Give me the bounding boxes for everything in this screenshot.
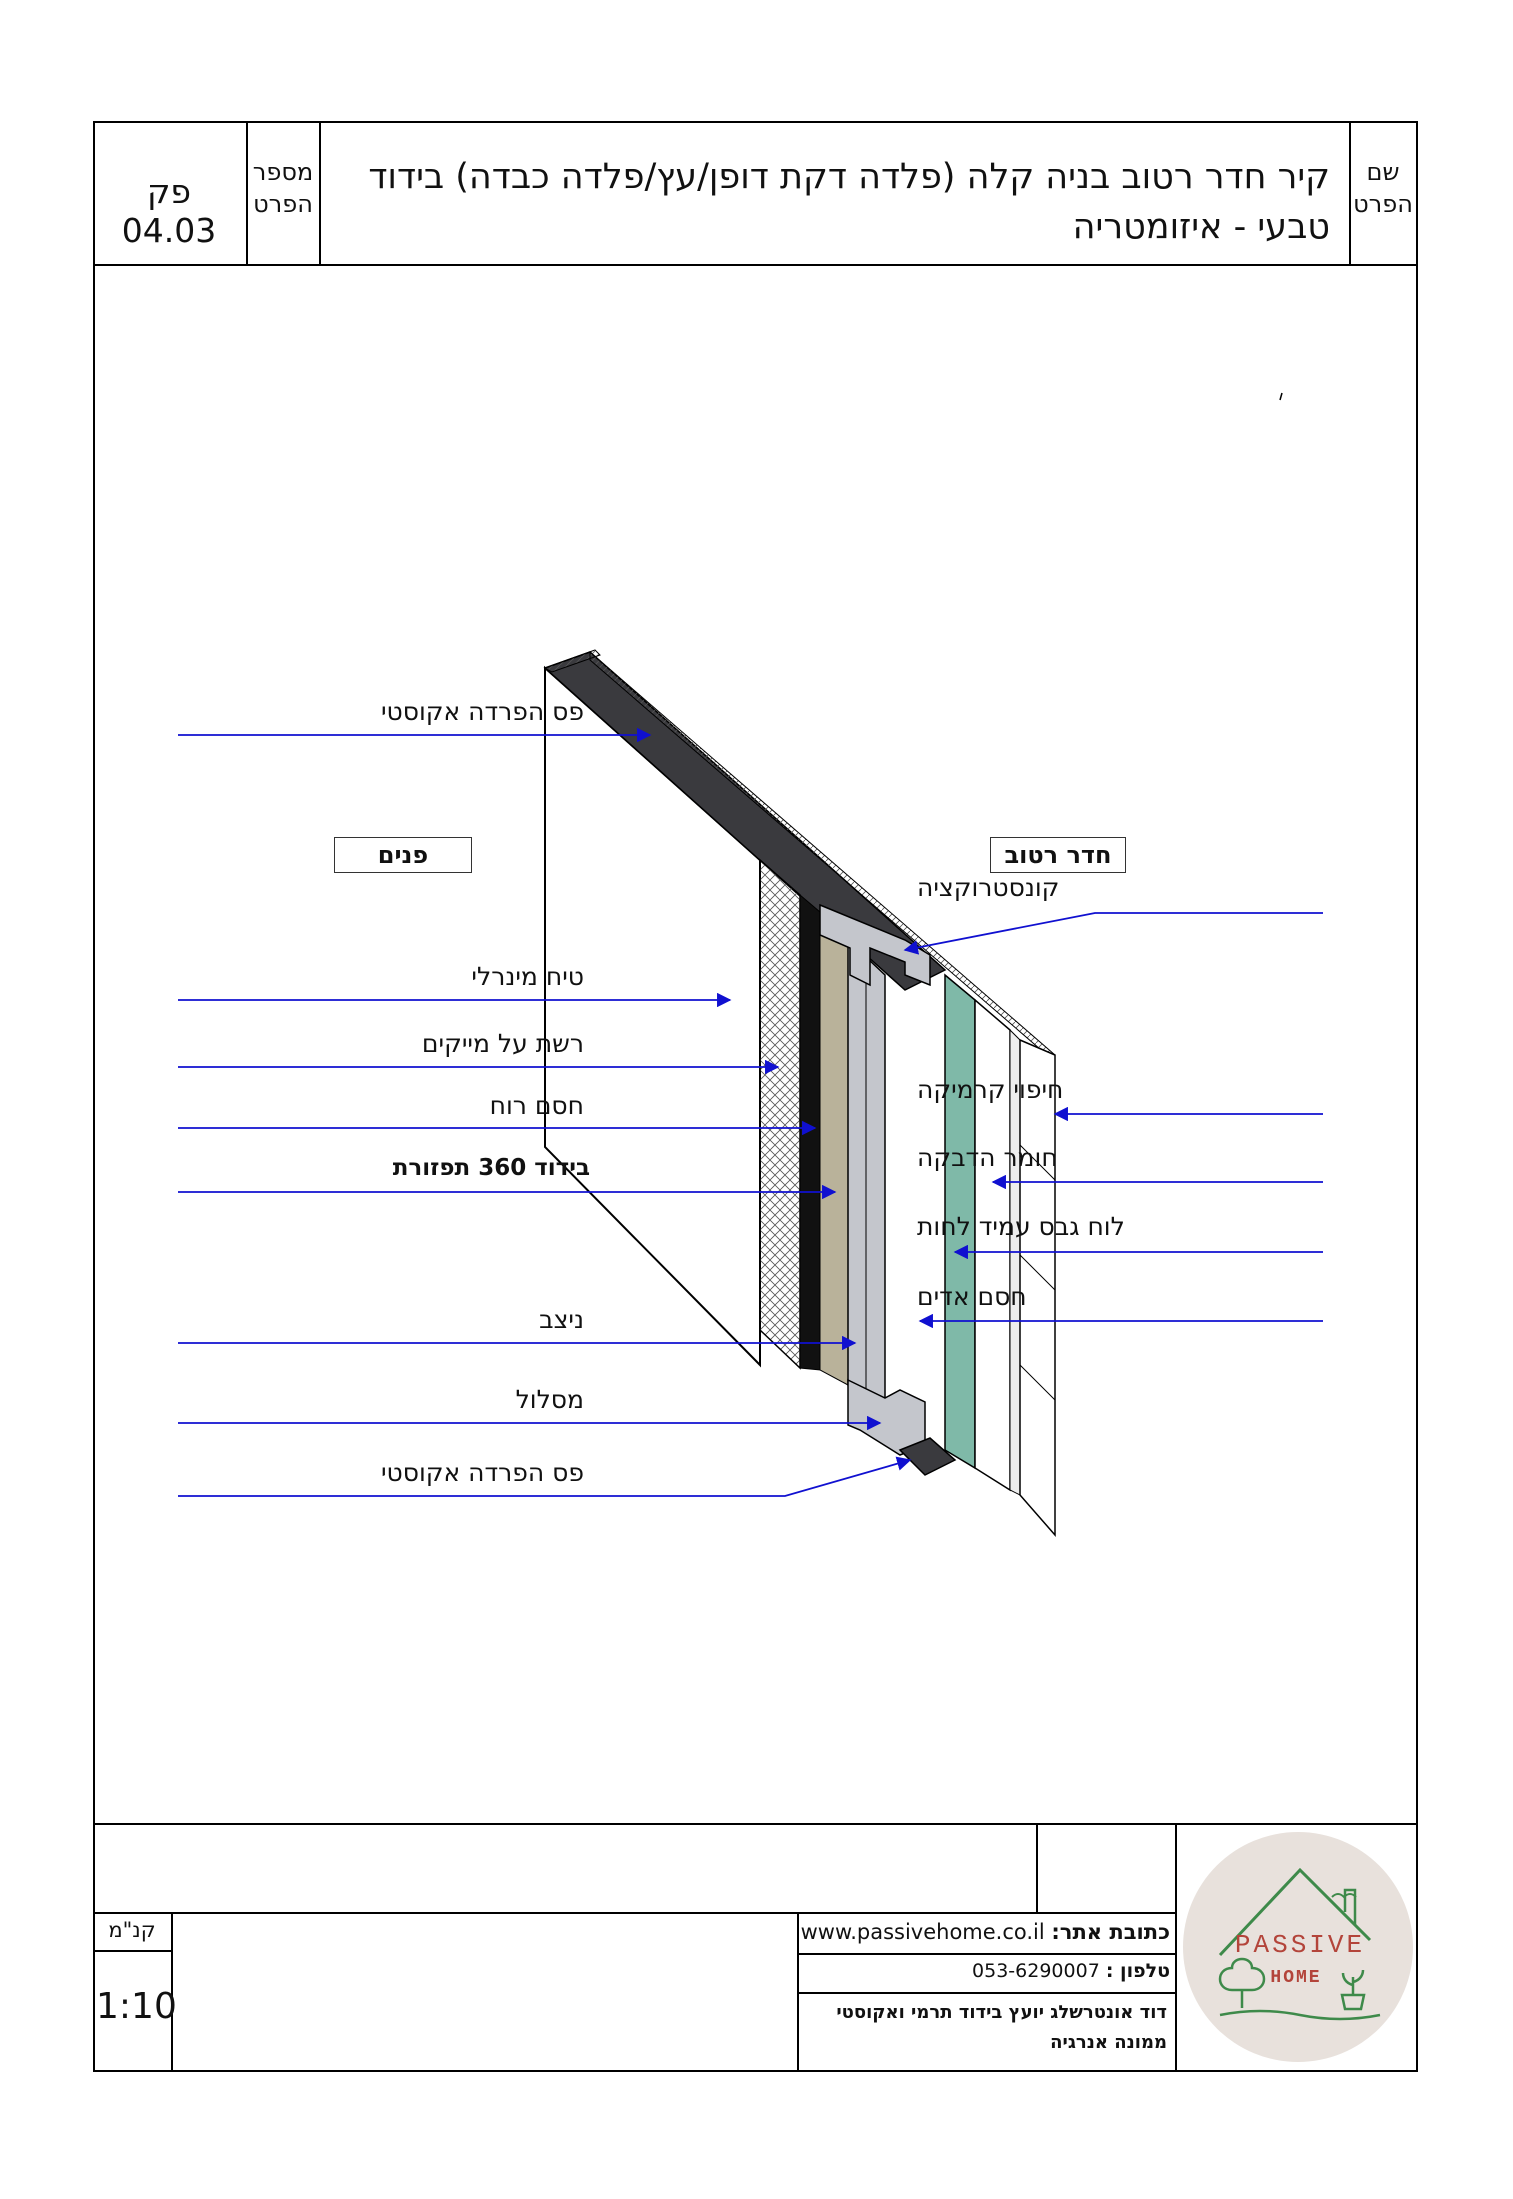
tile-joint-3 <box>1019 1364 1056 1401</box>
bottom-acoustic-strip <box>898 1437 957 1476</box>
footer-line-phone <box>797 1953 1175 1955</box>
detail-name-label: שם הפרט <box>1353 158 1413 218</box>
label-moisture-gypsum: לוח גבס עמיד לחות <box>917 1212 1125 1241</box>
label-loose-insulation: בידוד 360 תפזורת <box>392 1155 590 1181</box>
detail-number-label: מספר הפרט <box>252 158 314 218</box>
footer-divider-info <box>797 1912 799 2072</box>
website-label: כתובת אתר: <box>1051 1920 1170 1944</box>
header-divider-1 <box>246 121 248 264</box>
label-vapor-barrier: חסם אדים <box>917 1282 1027 1311</box>
header-divider-3 <box>1349 121 1351 264</box>
phone-label: טלפון : <box>1105 1960 1170 1982</box>
label-stud: ניצב <box>539 1305 584 1334</box>
mesh-layer <box>759 858 801 1370</box>
label-mineral-plaster: טיח מינרלי <box>471 962 584 991</box>
label-construction: קונסטרוקציה <box>917 873 1060 902</box>
leader-acoustic-bottom <box>178 1456 912 1497</box>
gypsum-board-layer <box>974 998 1011 1492</box>
website-link[interactable]: www.passivehome.co.il <box>800 1920 1045 1944</box>
phone-number[interactable]: 053-6290007 <box>972 1960 1100 1982</box>
leader-construction <box>903 912 1323 955</box>
footer-line-credit <box>797 1992 1175 1994</box>
bottom-track-profile <box>847 1378 926 1456</box>
wet-room-zone-box: חדר רטוב <box>990 837 1126 873</box>
footer-mid-line <box>93 1912 1175 1914</box>
label-wind-barrier: חסם רוח <box>489 1091 584 1120</box>
label-adhesive: חומר הדבקה <box>917 1143 1058 1172</box>
insulation-layer <box>819 910 849 1386</box>
header-bottom-line <box>93 264 1418 266</box>
interior-zone-box: פנים <box>334 837 472 873</box>
website-row: כתובת אתר: www.passivehome.co.il <box>800 1920 1170 1944</box>
footer-divider-top <box>1036 1823 1038 1912</box>
detail-title: קיר חדר רטוב בניה קלה (פלדה דקת דופן/עץ/… <box>368 157 1330 247</box>
top-track-profile <box>819 903 931 987</box>
wind-barrier-layer <box>799 893 821 1371</box>
tile-joint-1 <box>1019 1144 1056 1181</box>
phone-row: טלפון : 053-6290007 <box>800 1960 1170 1982</box>
stray-mark <box>1279 392 1283 401</box>
label-acoustic-strip-bottom: פס הפרדה אקוסטי <box>380 1458 584 1487</box>
header-divider-2 <box>319 121 321 264</box>
label-acoustic-strip-top: פס הפרדה אקוסטי <box>380 697 584 726</box>
top-strip-hatch <box>543 649 601 673</box>
footer-divider-scale <box>171 1912 173 2072</box>
scale-label: קנ"מ <box>108 1918 156 1942</box>
detail-number: פק 04.03 <box>121 172 217 250</box>
credit-text: דוד אונטרשלג יועץ בידוד תרמי ואקוסטי ממו… <box>836 2002 1167 2053</box>
tile-joint-2 <box>1019 1254 1056 1291</box>
label-ceramic-cladding: חיפוי קרמיקה <box>917 1075 1064 1104</box>
label-track: מסלול <box>515 1385 584 1414</box>
label-mesh: רשת על מייקים <box>421 1029 584 1058</box>
footer-top-line <box>93 1823 1418 1825</box>
drawing-frame <box>93 121 1418 2072</box>
scale-value: 1:10 <box>96 1986 177 2027</box>
footer-line-scale <box>93 1950 171 1952</box>
footer-divider-logo <box>1175 1823 1177 2072</box>
ceramic-cladding-layer <box>1019 1038 1056 1537</box>
